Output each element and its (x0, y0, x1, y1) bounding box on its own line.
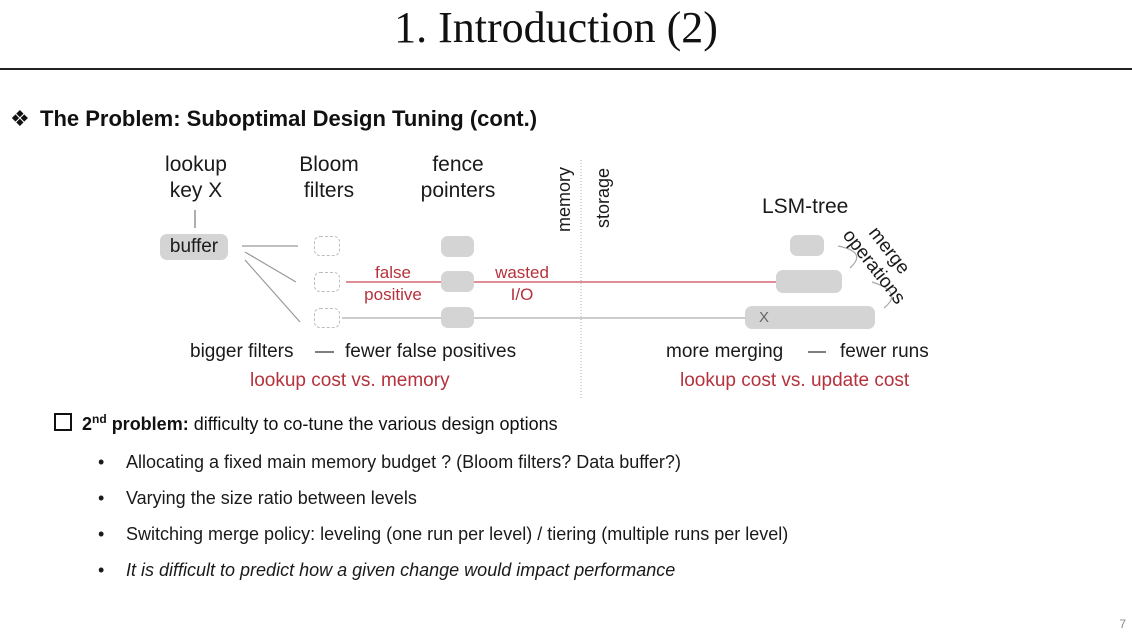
tradeoff1-right: fewer false positives (345, 341, 517, 362)
merge-operations-label: merge operations (838, 223, 914, 309)
memory-label: memory (554, 166, 574, 232)
diamond-bullet-icon: ❖ (10, 106, 30, 131)
storage-label: storage (593, 167, 613, 228)
checkbox-bullet-icon (54, 413, 72, 431)
bullet-dot: • (98, 452, 105, 472)
bullet-dot: • (98, 560, 105, 580)
wasted-io-label: wasted I/O (495, 263, 549, 304)
lsm-level-2 (776, 270, 842, 293)
tradeoff1-caption: lookup cost vs. memory (250, 370, 450, 391)
tradeoff2-left: more merging (666, 341, 784, 362)
false-positive-label: false positive (364, 263, 422, 304)
bloom-filter-1 (314, 236, 340, 256)
lsm-level-3: X (745, 306, 875, 329)
section-heading-text: The Problem: Suboptimal Design Tuning (c… (40, 106, 538, 131)
buffer-to-filter3-line (244, 259, 301, 323)
slide-title: 1. Introduction (2) (394, 3, 718, 52)
bloom-filters-label: Bloom filters (299, 153, 359, 202)
bullet-dot: • (98, 524, 105, 544)
buffer-block: buffer (160, 234, 228, 260)
tradeoff2-caption: lookup cost vs. update cost (680, 370, 910, 391)
lsm-tree-label: LSM-tree (762, 195, 849, 218)
list-item: •Varying the size ratio between levels (98, 488, 417, 508)
lsm-level-1 (790, 235, 824, 256)
section-heading: ❖ The Problem: Suboptimal Design Tuning (… (10, 106, 537, 132)
second-problem-label: 2nd problem: (82, 412, 189, 434)
x-key-marker: X (759, 309, 770, 326)
fence-pointer-3 (441, 307, 474, 328)
fence-pointer-1 (441, 236, 474, 257)
page-number: 7 (1119, 617, 1126, 631)
title-divider (0, 68, 1132, 70)
buffer-to-filter2-line (244, 251, 297, 283)
second-problem-text: difficulty to co-tune the various design… (188, 414, 558, 434)
bloom-filter-2 (314, 272, 340, 292)
list-item: •Switching merge policy: leveling (one r… (98, 524, 789, 544)
fence-pointers-label: fence pointers (420, 153, 496, 202)
list-item: •Allocating a fixed main memory budget ?… (98, 452, 681, 472)
fence-pointer-2 (441, 271, 474, 292)
second-problem: 2nd problem: difficulty to co-tune the v… (54, 412, 558, 435)
bullet-dot: • (98, 488, 105, 508)
list-item: •It is difficult to predict how a given … (98, 560, 676, 580)
tradeoff1-left: bigger filters (190, 341, 294, 362)
bloom-filter-3 (314, 308, 340, 328)
tradeoff2-right: fewer runs (840, 341, 929, 362)
lookup-key-label: lookup key X (165, 153, 227, 202)
